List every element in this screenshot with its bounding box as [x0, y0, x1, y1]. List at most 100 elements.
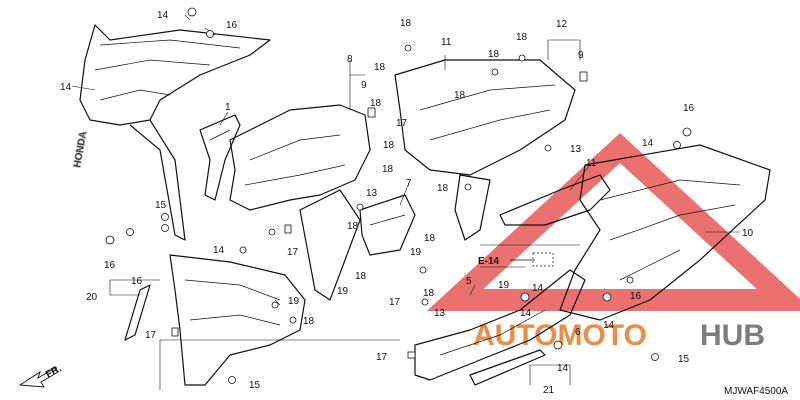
bolt-icon — [651, 353, 659, 361]
part-10-side-fairing[interactable] — [559, 144, 771, 321]
callout-18m: 18 — [423, 288, 435, 299]
bolt-icon — [271, 301, 279, 309]
grommet-icon — [284, 224, 292, 234]
callout-10: 10 — [742, 228, 754, 239]
callout-18c: 18 — [516, 32, 528, 43]
section-ref-label: E-14 — [478, 256, 500, 267]
callout-5b: 19 — [410, 247, 422, 258]
callout-20: 20 — [86, 292, 98, 303]
callout-18f: 18 — [383, 140, 395, 151]
callout-labels: 1 11 14 16 18 19 5 6 7 8 9 9 10 11 12 13… — [60, 10, 754, 396]
callout-16a: 16 — [226, 20, 238, 31]
callout-14g: 14 — [520, 308, 532, 319]
part-11-12-upper-panel[interactable] — [394, 59, 576, 241]
callout-13a: 13 — [570, 144, 582, 155]
leader-lines — [71, 14, 740, 390]
callout-18j: 18 — [347, 221, 359, 232]
clip-icon — [682, 127, 692, 137]
bolt-icon — [161, 213, 169, 221]
bolt-icon — [544, 144, 552, 152]
callout-3: 14 — [60, 82, 72, 93]
callout-18a: 18 — [400, 18, 412, 29]
callout-18h: 18 — [382, 164, 394, 175]
bolt-icon — [126, 228, 134, 236]
grommet-icon — [579, 71, 588, 82]
callout-18e: 18 — [370, 98, 382, 109]
part-21-strip — [469, 349, 546, 386]
clip-icon — [161, 224, 169, 232]
callout-18i: 18 — [437, 183, 449, 194]
callout-17a: 17 — [396, 118, 408, 129]
bolt-icon — [673, 141, 681, 149]
callout-16b: 16 — [683, 103, 695, 114]
part-7-duct[interactable] — [359, 194, 416, 256]
clip-icon — [105, 235, 115, 245]
part-20-strip — [124, 284, 151, 341]
callout-4: 16 — [131, 276, 143, 287]
callout-2: 11 — [586, 158, 597, 169]
bolt-icon — [626, 276, 634, 284]
callout-14e: 14 — [603, 320, 615, 331]
part-6-lower-cowl[interactable] — [414, 269, 586, 386]
callout-1: 1 — [225, 102, 231, 113]
callout-14c: 14 — [213, 245, 225, 256]
callout-11: 11 — [441, 37, 452, 48]
callout-6: 6 — [575, 327, 581, 338]
callout-16d: 16 — [630, 291, 642, 302]
watermark-text-2: HUB — [700, 319, 765, 352]
callout-14b: 14 — [642, 138, 654, 149]
part-3-upper-cowl[interactable]: HONDA — [72, 24, 271, 241]
callout-17e: 17 — [376, 352, 388, 363]
watermark-logo: AUTOMOTO HUB — [426, 133, 800, 352]
grommet-icon — [367, 107, 376, 118]
callout-15c: 15 — [678, 354, 690, 365]
callout-18l: 18 — [355, 271, 367, 282]
callout-17d: 17 — [389, 297, 401, 308]
callout-5a: 18 — [303, 316, 315, 327]
callout-9b: 9 — [578, 50, 584, 61]
callout-7: 7 — [406, 178, 412, 189]
callout-13b: 13 — [366, 188, 378, 199]
callout-18d: 18 — [374, 62, 386, 73]
callout-13c: 13 — [434, 308, 446, 319]
part-inner-panel-center[interactable] — [229, 104, 371, 301]
part-1-inner-bracket[interactable] — [199, 114, 241, 201]
callout-5c: 5 — [466, 276, 472, 287]
callout-17b: 17 — [287, 247, 299, 258]
callout-14a: 14 — [157, 10, 169, 21]
callout-15a: 15 — [155, 200, 167, 211]
bolt-icon — [419, 266, 427, 274]
bolt-icon — [268, 228, 276, 236]
callout-17c: 17 — [145, 330, 157, 341]
direction-label: FR. — [44, 363, 64, 381]
bolt-icon — [228, 376, 236, 384]
callout-14d: 14 — [532, 283, 544, 294]
callout-18g: 18 — [454, 90, 466, 101]
bolt-icon — [518, 54, 526, 62]
bolt-icon — [356, 203, 364, 211]
bolt-icon — [464, 183, 472, 191]
part-4-lower-cowl[interactable] — [124, 254, 306, 386]
callout-16c: 16 — [104, 260, 116, 271]
front-direction-arrow: FR. — [18, 363, 64, 388]
section-reference[interactable]: E-14 — [478, 252, 554, 267]
clip-icon — [206, 30, 214, 38]
callout-8: 8 — [347, 54, 353, 65]
clip-icon — [602, 292, 612, 302]
callout-9a: 9 — [361, 80, 367, 91]
callout-15b: 15 — [249, 380, 261, 391]
fasteners — [105, 7, 692, 384]
grommet-icon — [407, 351, 416, 359]
bolt-icon — [289, 316, 297, 324]
bolt-icon — [187, 7, 197, 17]
callout-12: 12 — [556, 19, 568, 30]
callout-19a: 19 — [498, 280, 510, 291]
callout-18b: 18 — [488, 49, 500, 60]
clip-icon — [553, 340, 563, 350]
bolt-icon — [239, 246, 247, 254]
grommet-icon — [171, 327, 179, 337]
honda-decal-text: HONDA — [72, 130, 89, 168]
callout-19c: 19 — [337, 286, 349, 297]
